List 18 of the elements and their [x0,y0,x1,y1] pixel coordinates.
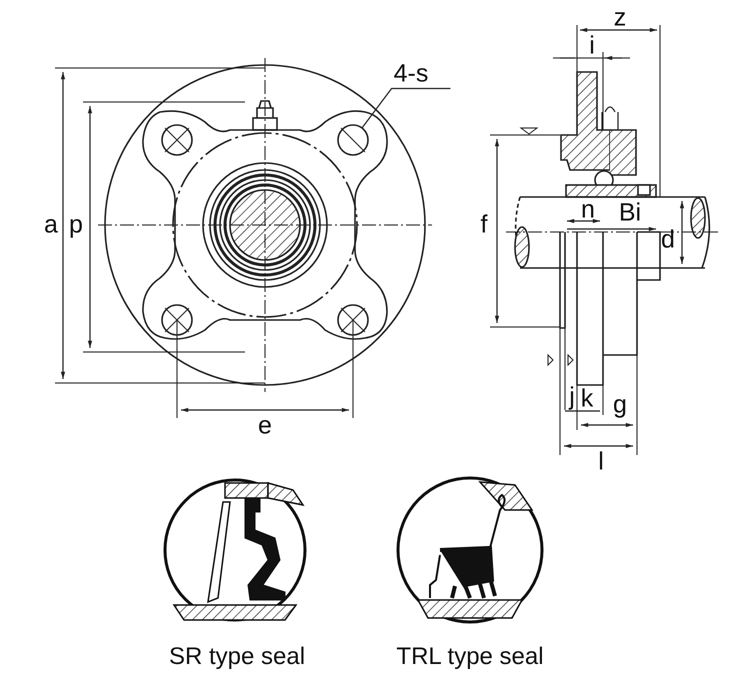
leader-line [362,88,450,128]
callout-label: 4-s [394,62,428,86]
dimension-label: z [614,6,626,30]
dimension-label: l [598,450,604,474]
dimension-label: j [569,384,575,410]
dimension-label: p [69,212,83,238]
dimension-label: e [258,414,272,438]
bolt-hole [337,124,369,156]
dimension-label: Bi [618,200,642,226]
dimension-label: i [589,34,595,58]
caption: TRL type seal [396,645,544,669]
dimension-label: n [581,198,595,222]
caption: SR type seal [168,645,306,669]
dimension-label: k [580,386,594,412]
dimension-label: d [661,228,675,252]
dimension-label: f [480,212,488,238]
dimension-label: g [613,392,627,418]
dimension-label: a [44,212,58,238]
